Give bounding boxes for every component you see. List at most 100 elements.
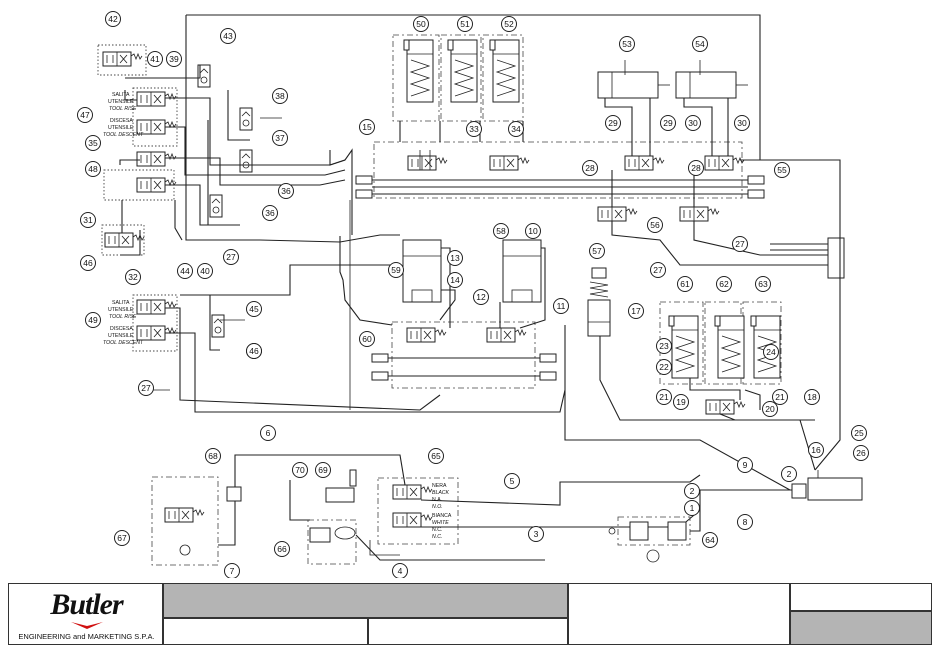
svg-text:10: 10 xyxy=(528,226,538,236)
callout-70: 70 xyxy=(292,462,308,478)
callout-37: 37 xyxy=(272,130,288,146)
callout-68: 68 xyxy=(205,448,221,464)
callout-27: 27 xyxy=(650,262,666,278)
svg-text:45: 45 xyxy=(249,304,259,314)
valve-labels: SALITA UTENSILE TOOL RISE DISCESA UTENSI… xyxy=(103,92,452,540)
callout-52: 52 xyxy=(501,16,517,32)
svg-text:70: 70 xyxy=(295,465,305,475)
callout-19: 19 xyxy=(673,394,689,410)
svg-text:33: 33 xyxy=(469,124,479,134)
svg-text:54: 54 xyxy=(695,39,705,49)
svg-text:32: 32 xyxy=(128,272,138,282)
svg-text:25: 25 xyxy=(854,428,864,438)
callout-23: 23 xyxy=(656,338,672,354)
callout-38: 38 xyxy=(272,88,288,104)
callout-69: 69 xyxy=(315,462,331,478)
svg-text:41: 41 xyxy=(150,54,160,64)
callout-29: 29 xyxy=(605,115,621,131)
callout-11: 11 xyxy=(553,298,569,314)
svg-text:34: 34 xyxy=(511,124,521,134)
callout-43: 43 xyxy=(220,28,236,44)
svg-text:52: 52 xyxy=(504,19,514,29)
callout-61: 61 xyxy=(677,276,693,292)
callout-30: 30 xyxy=(685,115,701,131)
svg-text:4: 4 xyxy=(398,566,403,576)
callout-22: 22 xyxy=(656,359,672,375)
company-name: ENGINEERING and MARKETING S.P.A. xyxy=(18,632,155,641)
svg-text:18: 18 xyxy=(807,392,817,402)
callout-30: 30 xyxy=(734,115,750,131)
title-field-mid xyxy=(568,583,790,645)
svg-text:27: 27 xyxy=(653,265,663,275)
svg-text:62: 62 xyxy=(719,279,729,289)
callout-57: 57 xyxy=(589,243,605,259)
callout-50: 50 xyxy=(413,16,429,32)
callout-17: 17 xyxy=(628,303,644,319)
label-tool-rise-upper: TOOL RISE xyxy=(109,106,137,112)
callout-44: 44 xyxy=(177,263,193,279)
callout-18: 18 xyxy=(804,389,820,405)
svg-text:8: 8 xyxy=(743,517,748,527)
callout-29: 29 xyxy=(660,115,676,131)
svg-text:63: 63 xyxy=(758,279,768,289)
svg-text:21: 21 xyxy=(659,392,669,402)
callout-25: 25 xyxy=(851,425,867,441)
svg-text:53: 53 xyxy=(622,39,632,49)
callout-21: 21 xyxy=(772,389,788,405)
label-nc-en: N.C. xyxy=(432,534,442,540)
svg-text:64: 64 xyxy=(705,535,715,545)
callout-54: 54 xyxy=(692,36,708,52)
svg-text:68: 68 xyxy=(208,451,218,461)
svg-text:59: 59 xyxy=(391,265,401,275)
callout-2: 2 xyxy=(684,483,700,499)
cylinders-53-54 xyxy=(597,60,748,156)
svg-text:16: 16 xyxy=(811,445,821,455)
callout-26: 26 xyxy=(853,445,869,461)
svg-text:60: 60 xyxy=(362,334,372,344)
callout-59: 59 xyxy=(388,262,404,278)
callout-66: 66 xyxy=(274,541,290,557)
label-nera: NERA xyxy=(432,483,447,489)
title-field-right-top xyxy=(790,583,932,611)
upper-valve-bank xyxy=(355,34,765,199)
callout-35: 35 xyxy=(85,135,101,151)
svg-text:30: 30 xyxy=(737,118,747,128)
svg-text:2: 2 xyxy=(690,486,695,496)
callout-8: 8 xyxy=(737,514,753,530)
callout-39: 39 xyxy=(166,51,182,67)
svg-text:1: 1 xyxy=(690,503,695,513)
svg-text:29: 29 xyxy=(608,118,618,128)
svg-text:61: 61 xyxy=(680,279,690,289)
label-white: WHITE xyxy=(432,520,449,526)
svg-text:17: 17 xyxy=(631,306,641,316)
label-discesa-upper: DISCESA xyxy=(110,118,133,124)
title-field-right-bottom xyxy=(790,611,932,645)
callout-20: 20 xyxy=(762,401,778,417)
callout-47: 47 xyxy=(77,107,93,123)
logo-swoosh-icon xyxy=(71,622,103,629)
svg-text:22: 22 xyxy=(659,362,669,372)
callout-27: 27 xyxy=(138,380,154,396)
svg-text:37: 37 xyxy=(275,133,285,143)
callout-60: 60 xyxy=(359,331,375,347)
callout-51: 51 xyxy=(457,16,473,32)
callout-67: 67 xyxy=(114,530,130,546)
svg-text:35: 35 xyxy=(88,138,98,148)
svg-text:7: 7 xyxy=(230,566,235,576)
pneumatic-schematic: SALITA UTENSILE TOOL RISE DISCESA UTENSI… xyxy=(77,11,869,578)
callout-4: 4 xyxy=(392,563,408,578)
label-discesa-lower: DISCESA xyxy=(110,326,133,332)
svg-text:48: 48 xyxy=(88,164,98,174)
callout-58: 58 xyxy=(493,223,509,239)
label-salita-upper: SALITA xyxy=(112,92,130,98)
callout-16: 16 xyxy=(808,442,824,458)
title-field-a xyxy=(163,618,368,645)
svg-text:56: 56 xyxy=(650,220,660,230)
label-na: N.A. xyxy=(432,497,442,503)
callout-14: 14 xyxy=(447,272,463,288)
callout-2: 2 xyxy=(781,466,797,482)
callout-42: 42 xyxy=(105,11,121,27)
svg-text:26: 26 xyxy=(856,448,866,458)
svg-text:50: 50 xyxy=(416,19,426,29)
callout-27: 27 xyxy=(732,236,748,252)
